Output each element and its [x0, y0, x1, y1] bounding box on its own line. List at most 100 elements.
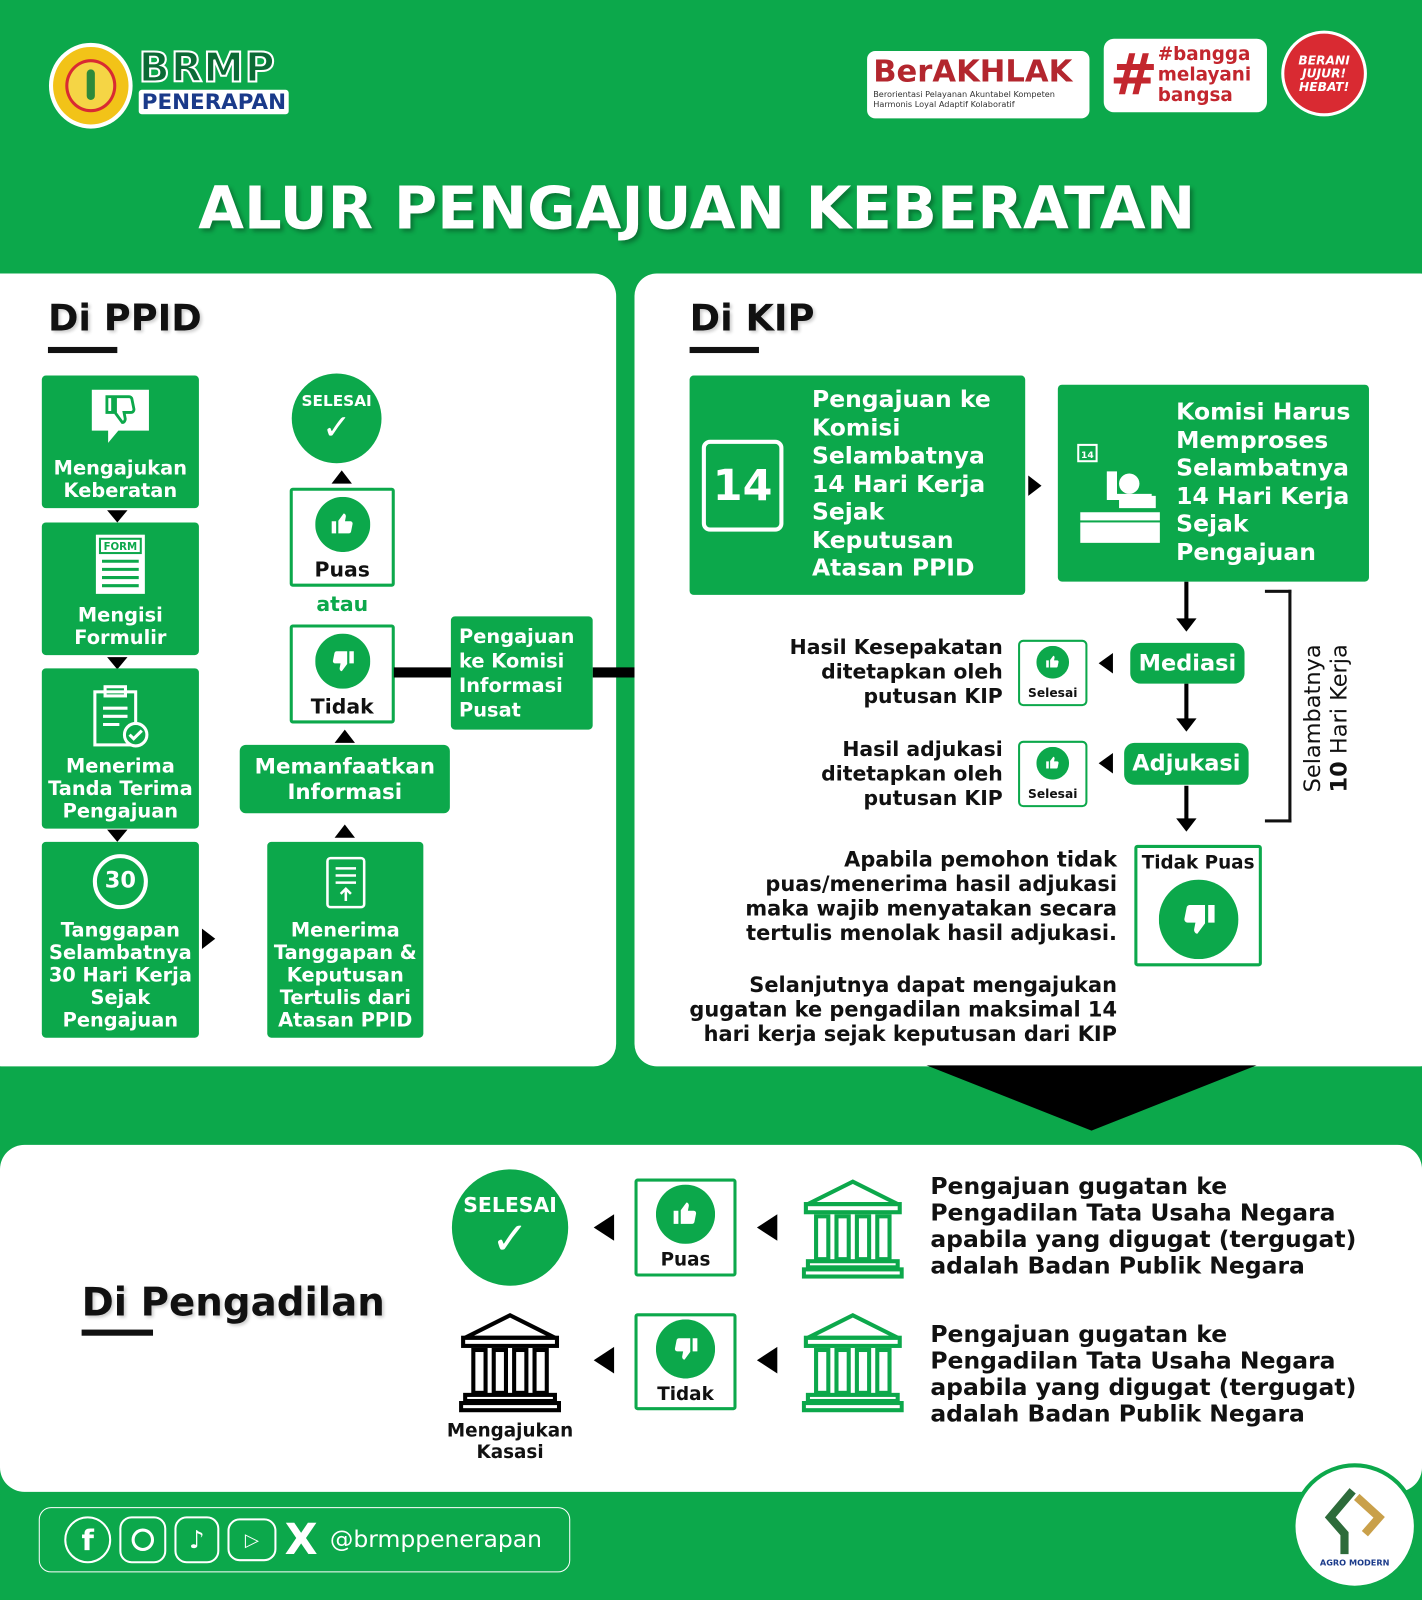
svg-text:FORM: FORM: [104, 542, 138, 553]
step-mengajukan-keberatan: Mengajukan Keberatan: [41, 375, 199, 509]
tidak-puas-box: Tidak Puas: [1134, 844, 1262, 967]
tidak-box: Tidak: [634, 1313, 737, 1411]
memanfaatkan-informasi-box: Memanfaatkan Informasi: [239, 744, 450, 814]
social-handle[interactable]: @brmppenerapan: [329, 1526, 543, 1554]
puas-box: Puas: [634, 1178, 737, 1277]
agro-modern-emblem-icon: [1324, 1487, 1385, 1554]
step-menerima-tanggapan: Menerima Tanggapan & Keputusan Tertulis …: [267, 841, 424, 1038]
step-tanggapan-30-hari: 30 Tanggapan Selambatnya 30 Hari Kerja S…: [41, 841, 199, 1038]
step-mengisi-formulir: FORM Mengisi Formulir: [41, 522, 199, 656]
form-icon: FORM: [95, 534, 145, 594]
document-upload-icon: [325, 856, 365, 909]
x-icon[interactable]: X: [284, 1514, 318, 1565]
berani-jujur-hebat-badge: BERANI JUJUR! HEBAT!: [1281, 30, 1367, 117]
step-menerima-tanda-terima: Menerima Tanda Terima Pengajuan: [41, 668, 199, 829]
adjukasi-label: Adjukasi: [1132, 751, 1241, 777]
check-icon: ✓: [491, 1213, 529, 1266]
heading-underline: [689, 346, 759, 354]
brmp-emblem-icon: [48, 42, 133, 129]
facebook-icon[interactable]: f: [64, 1516, 112, 1564]
arrow-left: [756, 1346, 778, 1374]
gugatan-text-1: Pengajuan gugatan ke Pengadilan Tata Usa…: [930, 1173, 1357, 1280]
berakhlak-subtext: Berorientasi Pelayanan Akuntabel Kompete…: [873, 89, 1055, 110]
selesai-adjukasi-box: Selesai: [1018, 740, 1088, 808]
calendar-14-icon: 14: [701, 439, 784, 532]
arrow-left: [756, 1214, 778, 1241]
tidak-puas-label: Tidak Puas: [1141, 852, 1255, 874]
step-label: Tanggapan Selambatnya 30 Hari Kerja Seja…: [48, 919, 192, 1032]
courthouse-icon: [802, 1311, 904, 1413]
thumbs-up-icon: [655, 1184, 716, 1244]
down-triangle-connector: [926, 1065, 1257, 1131]
heading-underline: [47, 346, 118, 354]
step-label: Menerima Tanggapan & Keputusan Tertulis …: [273, 919, 417, 1032]
agro-modern-text: AGRO MODERN: [1319, 1557, 1390, 1567]
thumbs-down-icon: [314, 633, 370, 690]
mediasi-label: Mediasi: [1138, 650, 1237, 677]
thumbs-down-icon: [1158, 879, 1238, 960]
raise-hand-desk-icon: 14: [1077, 443, 1160, 543]
thumbs-up-icon: [314, 497, 370, 553]
check-icon: ✓: [322, 407, 352, 448]
arrow-up: [331, 470, 352, 484]
selesai-label: Selesai: [1028, 786, 1078, 802]
arrow-down: [107, 657, 128, 670]
bracket-label-line2: 10 Hari Kerja: [1327, 644, 1353, 793]
komisi-memproses-label: Komisi Harus Memproses Selambatnya 14 Ha…: [1176, 398, 1351, 566]
hasil-kesepakatan-text: Hasil Kesepakatan ditetapkan oleh putusa…: [789, 634, 1003, 709]
kip-heading: Di KIP: [689, 297, 815, 340]
bangga-melayani-logo: # #bangga melayani bangsa: [1103, 38, 1267, 113]
courthouse-icon: [459, 1311, 561, 1413]
tiktok-icon[interactable]: ♪: [174, 1516, 220, 1564]
heading-underline: [81, 1329, 154, 1336]
selanjutnya-text: Selanjutnya dapat mengajukan gugatan ke …: [689, 972, 1118, 1046]
selesai-badge: SELESAI ✓: [451, 1169, 569, 1286]
cycle-30-icon: 30: [92, 854, 148, 910]
hasil-adjukasi-text: Hasil adjukasi ditetapkan oleh putusan K…: [821, 736, 1003, 811]
thumbs-up-icon: [1036, 645, 1070, 679]
pengajuan-komisi-box: 14 Pengajuan ke Komisi Selambatnya 14 Ha…: [689, 375, 1026, 595]
gugatan-text-2: Pengajuan gugatan ke Pengadilan Tata Usa…: [930, 1321, 1357, 1428]
pengajuan-komisi-label: Pengajuan ke Komisi Selambatnya 14 Hari …: [811, 386, 991, 582]
arrow-up: [334, 824, 355, 838]
arrow-right: [1028, 475, 1042, 496]
tidak-label: Tidak: [657, 1383, 714, 1405]
mediasi-step: Mediasi: [1130, 642, 1245, 684]
thumbs-down-chat-icon: [91, 389, 149, 443]
arrow-down: [107, 510, 128, 523]
pengadilan-heading: Di Pengadilan: [81, 1279, 385, 1325]
berakhlak-logo: BerAKHLAK Berorientasi Pelayanan Akuntab…: [867, 51, 1090, 119]
thumbs-up-icon: [1036, 746, 1070, 780]
puas-label: Puas: [660, 1249, 711, 1271]
arrow-left: [1098, 653, 1113, 674]
time-bracket: [1264, 589, 1292, 823]
selesai-badge: SELESAI ✓: [291, 373, 382, 464]
arrow-down: [107, 829, 128, 842]
kasasi-label: Mengajukan Kasasi: [446, 1420, 574, 1464]
adjukasi-step: Adjukasi: [1124, 742, 1249, 785]
puas-box: Puas: [289, 487, 395, 587]
bracket-label: Selambatnya 10 Hari Kerja: [1301, 601, 1362, 836]
komisi-informasi-pusat-box: Pengajuan ke Komisi Informasi Pusat: [450, 616, 593, 730]
kip-flow-arrows: [1176, 581, 1197, 832]
arrow-left: [593, 1346, 615, 1374]
apabila-text: Apabila pemohon tidak puas/menerima hasi…: [745, 846, 1118, 945]
tidak-box: Tidak: [289, 624, 395, 724]
clipboard-check-icon: [93, 685, 149, 748]
ppid-heading: Di PPID: [47, 297, 202, 340]
step-label: Mengisi Formulir: [74, 604, 167, 649]
svg-text:14: 14: [1081, 450, 1094, 461]
step-label: Mengajukan Keberatan: [53, 457, 188, 503]
komisi-memproses-box: 14 Komisi Harus Memproses Selambatnya 14…: [1057, 384, 1369, 582]
social-bar: f ♪ ▷ X @brmppenerapan: [38, 1507, 571, 1573]
berani-text: BERANI JUJUR! HEBAT!: [1298, 52, 1350, 94]
youtube-icon[interactable]: ▷: [227, 1518, 277, 1562]
selesai-label: SELESAI: [463, 1192, 557, 1218]
logo-text: BRMP: [138, 44, 276, 93]
bracket-label-line1: Selambatnya: [1300, 644, 1327, 793]
arrow-left: [593, 1214, 615, 1241]
instagram-icon[interactable]: [119, 1516, 167, 1564]
arrow-left: [1098, 753, 1113, 774]
step-label: Menerima Tanda Terima Pengajuan: [48, 755, 193, 823]
berakhlak-text: BerAKHLAK: [873, 54, 1073, 90]
